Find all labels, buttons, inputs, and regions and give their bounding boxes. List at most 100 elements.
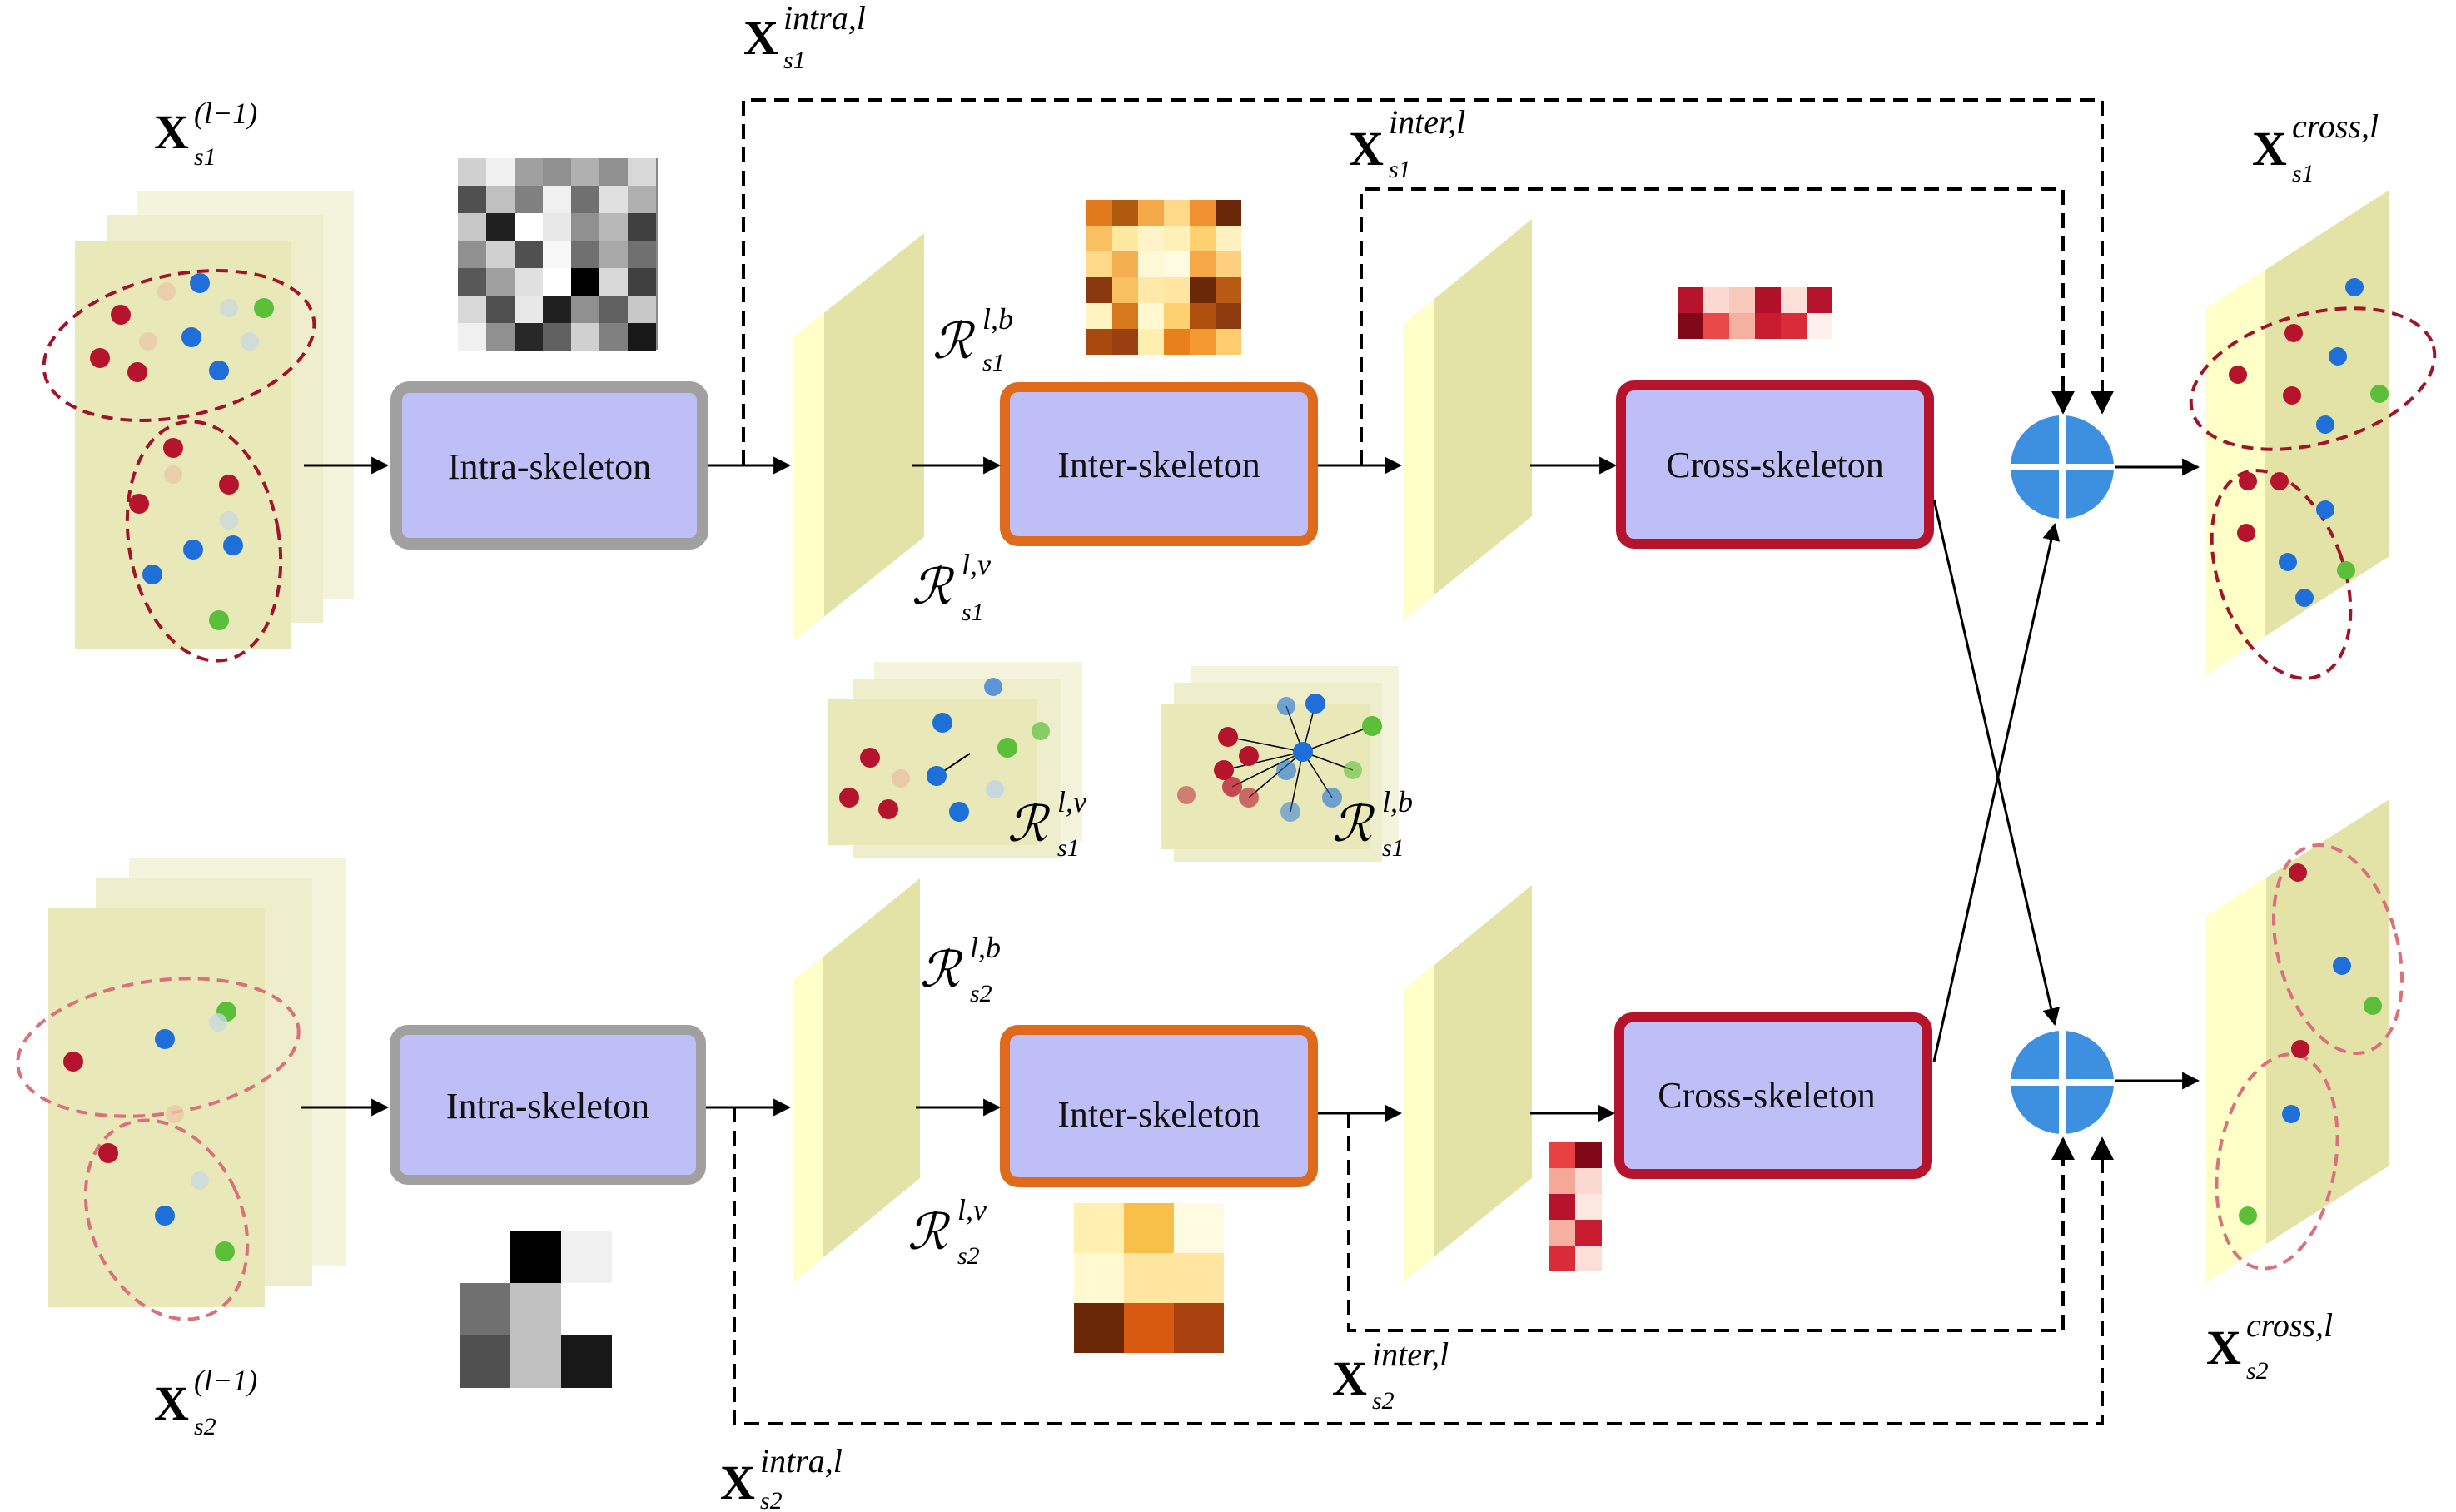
inter-skeleton-block-top[interactable]: Inter-skeleton bbox=[1000, 382, 1318, 546]
intra-matrix-top-cell bbox=[599, 241, 628, 268]
inter-matrix-bottom-cell bbox=[1124, 1203, 1174, 1253]
intra-matrix-top-cell bbox=[628, 323, 656, 351]
intra-matrix-top-cell bbox=[543, 186, 571, 213]
intra-matrix-top-cell bbox=[458, 213, 486, 241]
cross-skeleton-block-bottom[interactable]: Cross-skeleton bbox=[1614, 1012, 1932, 1179]
inter-matrix-top-cell bbox=[1190, 303, 1216, 329]
svg-text:X: X bbox=[1332, 1351, 1367, 1405]
inter-skeleton-block-bottom[interactable]: Inter-skeleton bbox=[1000, 1025, 1318, 1187]
intra-matrix-top-cell bbox=[599, 186, 628, 213]
intra-matrix-bottom-cell bbox=[561, 1283, 612, 1335]
intra-matrix-top-cell bbox=[486, 186, 515, 213]
intra-skeleton-block-bottom[interactable]: Intra-skeleton bbox=[390, 1025, 706, 1185]
intra-matrix-top-cell bbox=[458, 241, 486, 268]
relation-graph-body bbox=[1161, 666, 1399, 862]
intra-matrix-bottom-cell bbox=[460, 1283, 510, 1335]
intra-matrix-top-cell bbox=[571, 296, 599, 323]
cross-matrix-top-cell bbox=[1678, 287, 1703, 313]
intra-matrix-top-cell bbox=[571, 213, 599, 241]
svg-text:X: X bbox=[2252, 122, 2287, 176]
inter-matrix-top-cell bbox=[1190, 251, 1216, 277]
inter-matrix-top-cell bbox=[1216, 251, 1241, 277]
inter-matrix-top-cell bbox=[1086, 226, 1112, 251]
inter-matrix-top-cell bbox=[1164, 277, 1190, 303]
intra-matrix-top-cell bbox=[599, 268, 628, 296]
svg-text:X: X bbox=[743, 11, 778, 65]
inter-matrix-bottom-cell bbox=[1074, 1303, 1124, 1353]
inter-matrix-top-cell bbox=[1138, 226, 1164, 251]
output-plane-s2 bbox=[2206, 799, 2404, 1282]
label-x-s2-inter: X inter,l s2 bbox=[1332, 1335, 1449, 1415]
label-r-s1-lb: ℛ l,b s1 bbox=[932, 302, 1013, 376]
intra-matrix-top-cell bbox=[458, 296, 486, 323]
cross-matrix-bottom-cell bbox=[1575, 1194, 1602, 1220]
intra-matrix-top-cell bbox=[628, 241, 656, 268]
label-x-s1-inter: X inter,l s1 bbox=[1349, 103, 1465, 183]
inter-skeleton-label-bottom: Inter-skeleton bbox=[1057, 1094, 1260, 1135]
intra-matrix-top-cell bbox=[543, 296, 571, 323]
svg-text:s2: s2 bbox=[1372, 1387, 1395, 1415]
relation-graph-vertex bbox=[828, 662, 1082, 858]
inter-matrix-top-cell bbox=[1086, 277, 1112, 303]
inter-matrix-top-cell bbox=[1190, 329, 1216, 355]
intra-matrix-top-cell bbox=[571, 323, 599, 351]
svg-text:ℛ: ℛ bbox=[912, 558, 955, 616]
intra-matrix-top-cell bbox=[515, 213, 543, 241]
intra-matrix-top-cell bbox=[628, 186, 656, 213]
svg-text:s2: s2 bbox=[760, 1487, 783, 1512]
svg-text:X: X bbox=[2206, 1321, 2241, 1375]
inter-attention-matrix-top bbox=[1086, 200, 1241, 355]
output-plane-s1 bbox=[2189, 190, 2437, 680]
intra-matrix-top-cell bbox=[628, 268, 656, 296]
label-x-s2-intra: X intra,l s2 bbox=[720, 1442, 843, 1512]
intra-matrix-top-cell bbox=[515, 323, 543, 351]
label-x-s1-intra: X intra,l s1 bbox=[743, 0, 866, 74]
inter-matrix-top-cell bbox=[1112, 303, 1138, 329]
label-r-s1-lb-mid: ℛ l,b s1 bbox=[1332, 785, 1413, 862]
intra-matrix-top-cell bbox=[515, 296, 543, 323]
inter-matrix-top-cell bbox=[1138, 303, 1164, 329]
inter-matrix-top-cell bbox=[1216, 200, 1241, 226]
intra-matrix-top-cell bbox=[571, 186, 599, 213]
cross-matrix-bottom-cell bbox=[1549, 1168, 1575, 1194]
svg-text:ℛ: ℛ bbox=[932, 312, 976, 371]
svg-text:X: X bbox=[1349, 122, 1384, 176]
cross-matrix-bottom-cell bbox=[1549, 1142, 1575, 1168]
cross-matrix-top-cell bbox=[1703, 313, 1729, 339]
input-stack-s1 bbox=[42, 191, 354, 663]
inter-matrix-top-cell bbox=[1164, 200, 1190, 226]
svg-text:inter,l: inter,l bbox=[1389, 103, 1465, 141]
intra-matrix-top-cell bbox=[599, 213, 628, 241]
inter-matrix-top-cell bbox=[1086, 329, 1112, 355]
intra-matrix-top-cell bbox=[458, 323, 486, 351]
svg-text:X: X bbox=[154, 105, 189, 159]
svg-text:inter,l: inter,l bbox=[1372, 1335, 1449, 1373]
inter-matrix-top-cell bbox=[1216, 226, 1241, 251]
label-r-s2-lv: ℛ l,v s2 bbox=[907, 1193, 987, 1270]
svg-text:X: X bbox=[720, 1455, 755, 1510]
svg-text:s1: s1 bbox=[783, 47, 806, 74]
inter-matrix-top-cell bbox=[1216, 329, 1241, 355]
intra-matrix-bottom-cell bbox=[510, 1283, 561, 1335]
inter-matrix-top-cell bbox=[1086, 251, 1112, 277]
intra-skeleton-label-bottom: Intra-skeleton bbox=[446, 1086, 649, 1127]
intra-skeleton-block-top[interactable]: Intra-skeleton bbox=[390, 381, 708, 550]
inter-matrix-top-cell bbox=[1086, 200, 1112, 226]
inter-matrix-top-cell bbox=[1190, 226, 1216, 251]
cross-matrix-top-cell bbox=[1807, 313, 1832, 339]
svg-text:(l−1): (l−1) bbox=[194, 97, 257, 130]
intra-matrix-top-cell bbox=[515, 186, 543, 213]
intra-matrix-top-cell bbox=[543, 241, 571, 268]
inter-matrix-top-cell bbox=[1112, 329, 1138, 355]
inter-matrix-top-cell bbox=[1138, 277, 1164, 303]
svg-text:l,v: l,v bbox=[1057, 785, 1086, 818]
intra-matrix-top-cell bbox=[486, 296, 515, 323]
intra-attention-matrix-top bbox=[458, 158, 658, 351]
cross-skeleton-block-top[interactable]: Cross-skeleton bbox=[1616, 380, 1934, 549]
intra-matrix-top-cell bbox=[486, 323, 515, 351]
svg-text:s1: s1 bbox=[1057, 834, 1080, 862]
inter-matrix-top-cell bbox=[1138, 329, 1164, 355]
label-x-s1-cross: X cross,l s1 bbox=[2252, 107, 2379, 187]
intra-matrix-top-cell bbox=[543, 323, 571, 351]
intra-matrix-top-cell bbox=[599, 158, 628, 186]
